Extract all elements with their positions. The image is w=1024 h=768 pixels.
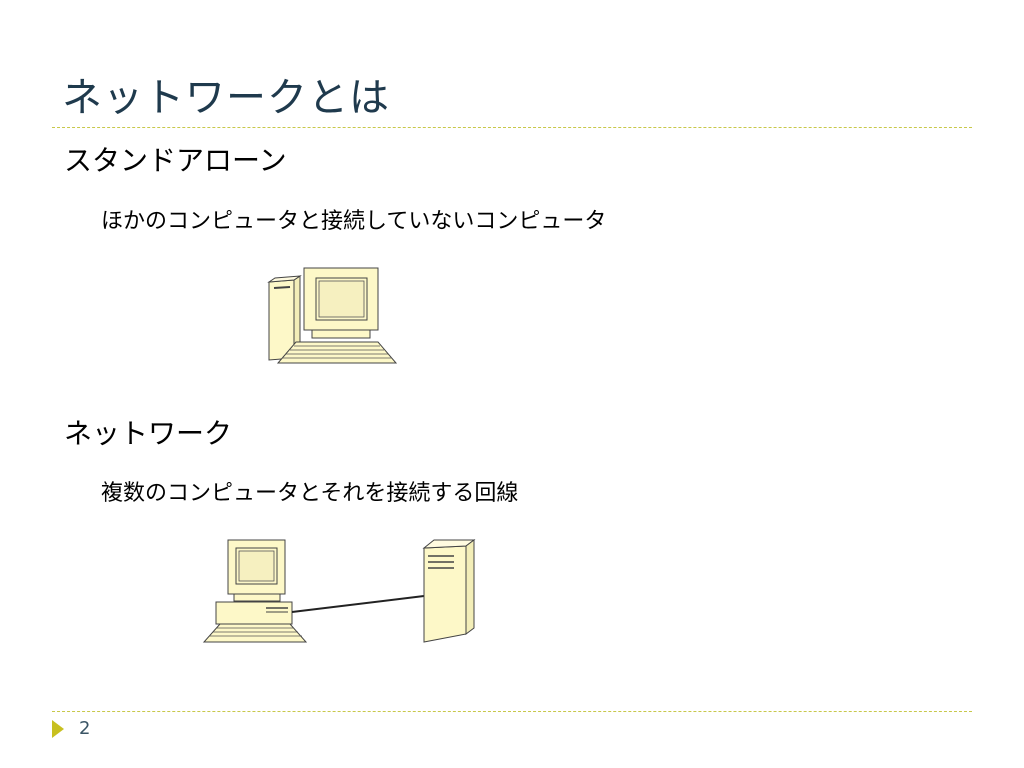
- triangle-bullet-icon: [52, 720, 64, 738]
- page-number: 2: [79, 718, 91, 739]
- section-description-network: 複数のコンピュータとそれを接続する回線: [101, 481, 519, 506]
- section-heading-network: ネットワーク: [64, 417, 233, 450]
- footer-divider: [52, 711, 972, 712]
- section-description-standalone: ほかのコンピュータと接続していないコンピュータ: [101, 209, 607, 234]
- server-tower-icon: [422, 539, 476, 643]
- section-heading-standalone: スタンドアローン: [64, 144, 287, 177]
- title-divider: [52, 127, 972, 128]
- desktop-computer-icon: [267, 267, 398, 364]
- desktop-computer-icon: [202, 539, 308, 643]
- slide-title: ネットワークとは: [62, 75, 390, 121]
- network-cable-line: [291, 595, 425, 613]
- network-illustration: [202, 539, 476, 643]
